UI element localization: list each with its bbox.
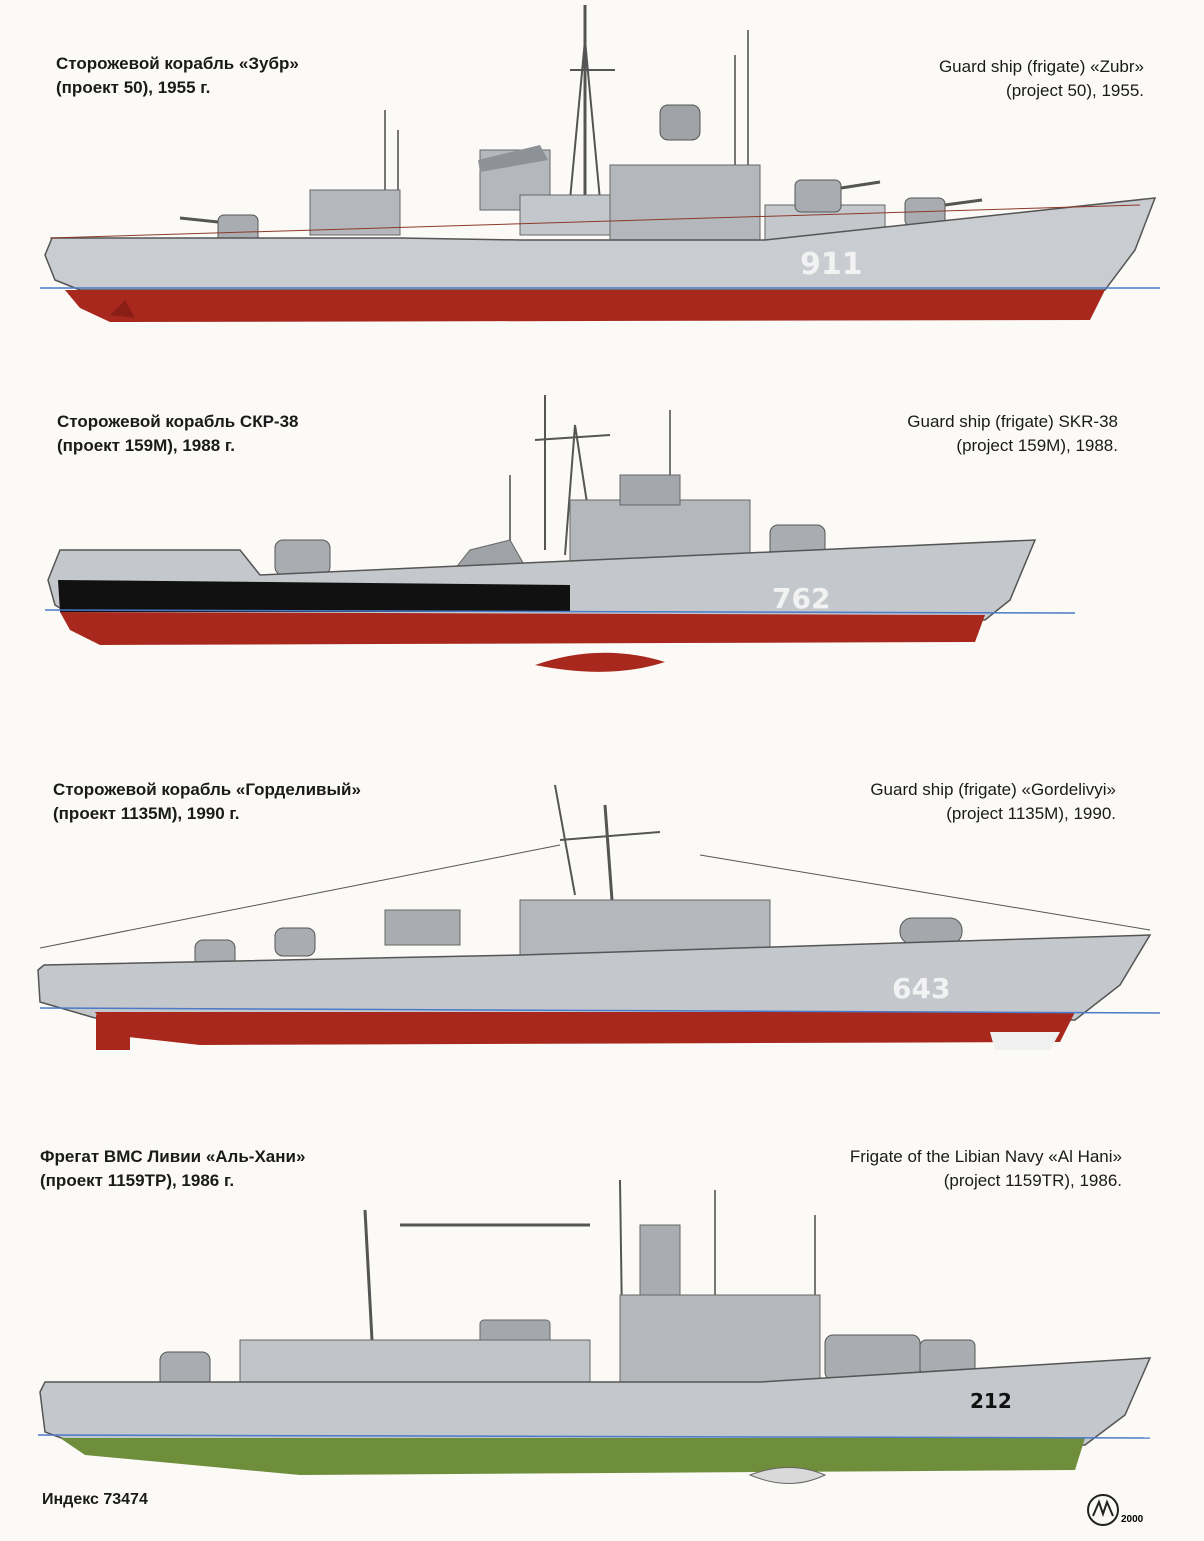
caption-ru-ship-4: Фрегат ВМС Ливии «Аль-Хани» (проект 1159… <box>40 1145 305 1193</box>
caption-en-ship-3: Guard ship (frigate) «Gordelivyi» (proje… <box>870 778 1116 826</box>
caption-en-line-2: (project 50), 1955. <box>1006 81 1144 100</box>
monogram-signature-icon <box>1087 1494 1119 1526</box>
caption-en-ship-4: Frigate of the Libian Navy «Al Hani» (pr… <box>850 1145 1122 1193</box>
caption-en-line-1: Guard ship (frigate) «Gordelivyi» <box>870 780 1116 799</box>
ship-illustration-gordelivyi: 643 <box>0 770 1204 1060</box>
ship-illustration-al-hani: 212 <box>0 1170 1204 1510</box>
caption-en-line-1: Frigate of the Libian Navy «Al Hani» <box>849 1147 1122 1166</box>
caption-ru-ship-3: Сторожевой корабль «Горделивый» (проект … <box>53 778 361 826</box>
caption-en-ship-1: Guard ship (frigate) «Zubr» (project 50)… <box>939 55 1144 103</box>
caption-ru-line-2: (проект 1159ТР), 1986 г. <box>40 1171 235 1190</box>
caption-ru-line-2: (проект 1135М), 1990 г. <box>53 804 240 823</box>
ship-illustration-skr-38: 762 <box>0 380 1204 690</box>
caption-ru-line-1: Сторожевой корабль СКР-38 <box>57 412 299 431</box>
caption-en-line-2: (project 1135M), 1990. <box>946 804 1116 823</box>
caption-ru-line-1: Фрегат ВМС Ливии «Аль-Хани» <box>40 1147 306 1166</box>
caption-en-line-1: Guard ship (frigate) SKR-38 <box>907 412 1118 431</box>
caption-en-ship-2: Guard ship (frigate) SKR-38 (project 159… <box>907 410 1118 458</box>
caption-ru-ship-2: Сторожевой корабль СКР-38 (проект 159М),… <box>57 410 299 458</box>
hull-number-762: 762 <box>772 582 830 615</box>
caption-ru-line-2: (проект 50), 1955 г. <box>56 78 211 97</box>
caption-ru-line-1: Сторожевой корабль «Зубр» <box>56 54 299 73</box>
caption-en-line-2: (project 159M), 1988. <box>956 436 1118 455</box>
caption-en-line-2: (project 1159TR), 1986. <box>943 1171 1122 1190</box>
caption-ru-line-2: (проект 159М), 1988 г. <box>57 436 235 455</box>
signature-year: 2000 <box>1121 1514 1144 1525</box>
artist-signature: 2000 <box>1085 1492 1165 1537</box>
caption-en-line-1: Guard ship (frigate) «Zubr» <box>938 57 1144 76</box>
hull-number-643: 643 <box>892 972 950 1005</box>
caption-ru-ship-1: Сторожевой корабль «Зубр» (проект 50), 1… <box>56 52 299 100</box>
ship-illustration-zubr: 911 <box>0 0 1204 340</box>
hull-number-212: 212 <box>970 1389 1012 1413</box>
footer-index: Индекс 73474 <box>42 1491 148 1508</box>
caption-ru-line-1: Сторожевой корабль «Горделивый» <box>53 780 361 799</box>
hull-number-911: 911 <box>800 247 863 282</box>
